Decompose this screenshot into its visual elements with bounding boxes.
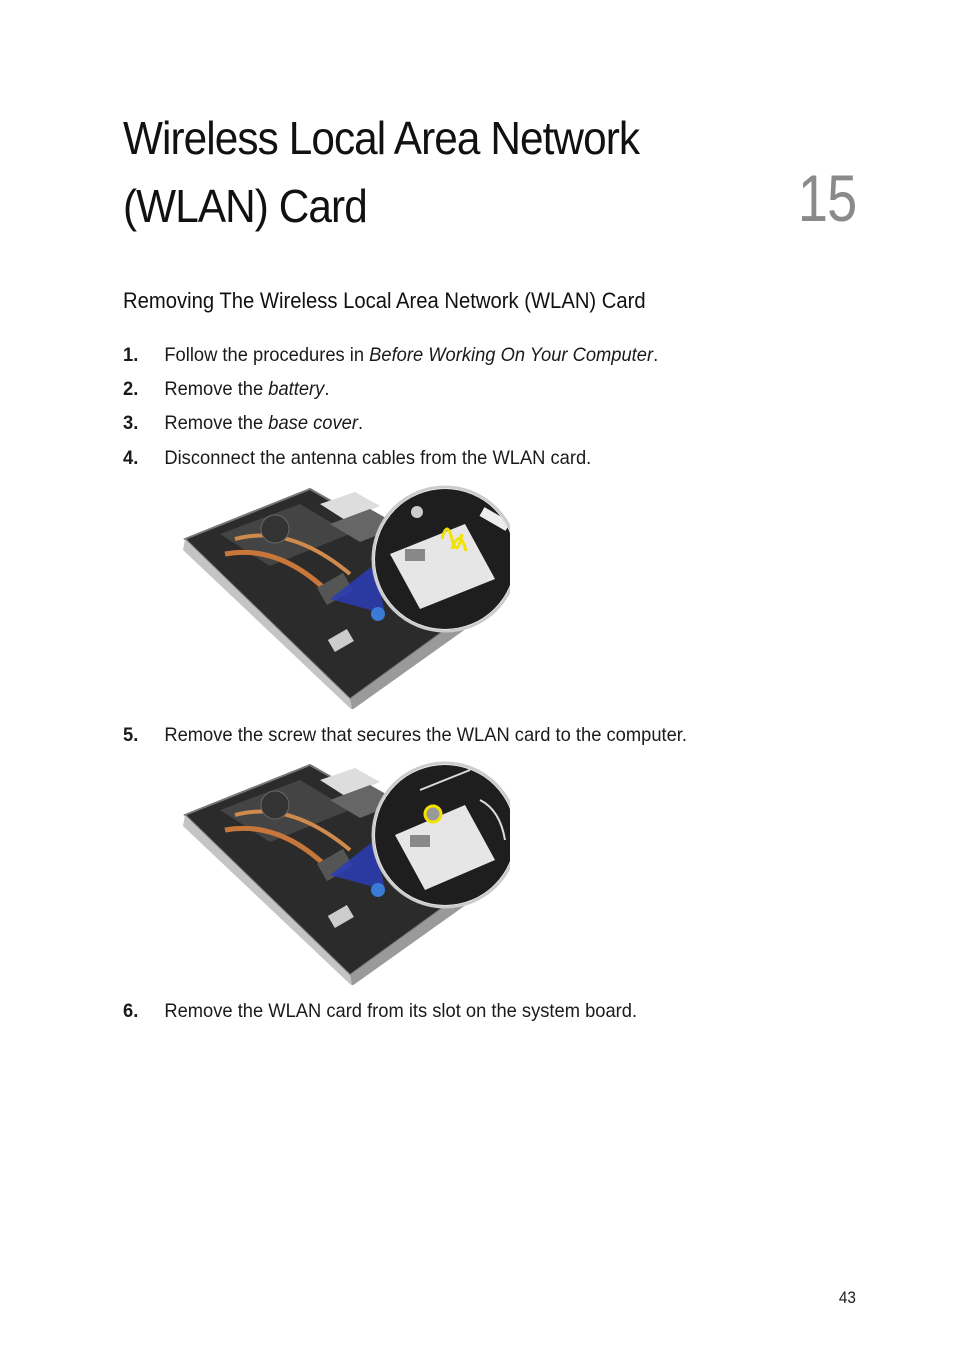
- section-title: Removing The Wireless Local Area Network…: [123, 288, 646, 313]
- step-number: 2.: [123, 378, 139, 400]
- step-5: 5. Remove the screw that secures the WLAN…: [123, 724, 687, 747]
- step-text: Remove the screw that secures the WLAN c…: [164, 724, 688, 746]
- step-number: 6.: [123, 1000, 139, 1022]
- step-3: 3. Remove the base cover.: [123, 412, 363, 435]
- step-text-end: .: [653, 344, 659, 366]
- step-link-text[interactable]: base cover: [268, 412, 358, 434]
- chapter-title: Wireless Local Area Network (WLAN) Card: [123, 104, 712, 240]
- page-number: 43: [838, 1288, 856, 1307]
- step-6: 6. Remove the WLAN card from its slot on …: [123, 1000, 637, 1023]
- step-4: 4. Disconnect the antenna cables from the…: [123, 447, 591, 470]
- chapter-title-line1: Wireless Local Area Network: [123, 112, 640, 164]
- figure-remove-wlan-screw: [183, 761, 510, 985]
- step-2: 2. Remove the battery.: [123, 378, 329, 401]
- step-link-text[interactable]: battery: [268, 378, 325, 400]
- step-text: Disconnect the antenna cables from the W…: [164, 447, 592, 469]
- step-text: Remove the WLAN card from its slot on th…: [164, 1000, 638, 1022]
- step-link-text[interactable]: Before Working On Your Computer: [369, 344, 654, 366]
- step-number: 4.: [123, 447, 139, 469]
- step-number: 3.: [123, 412, 139, 434]
- figure-disconnect-antenna-cables: [183, 485, 510, 709]
- chapter-number: 15: [797, 161, 856, 235]
- chapter-title-line2: (WLAN) Card: [123, 180, 368, 232]
- step-text-end: .: [357, 412, 364, 434]
- step-text: Follow the procedures in: [164, 344, 370, 366]
- step-1: 1. Follow the procedures in Before Workin…: [123, 344, 658, 367]
- step-text-end: .: [324, 378, 330, 400]
- step-text: Remove the: [164, 412, 269, 434]
- step-text: Remove the: [164, 378, 269, 400]
- step-number: 5.: [123, 724, 139, 746]
- step-number: 1.: [123, 344, 139, 366]
